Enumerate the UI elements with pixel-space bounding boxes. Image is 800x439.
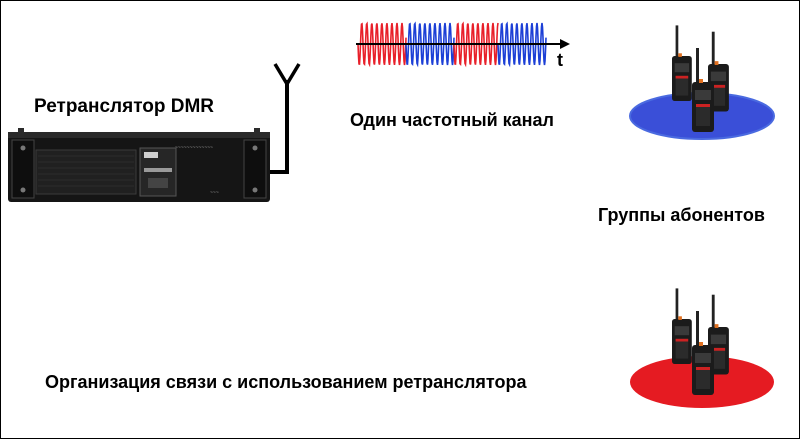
repeater-brand-plate: ~~~~~~~~~~~~~ [175,145,213,151]
subscriber-group-red [630,288,774,408]
wave-segment [405,21,455,68]
antenna-icon [265,63,301,174]
repeater-model-plate: ~~~ [210,190,219,196]
wave-segment [453,21,499,68]
wave-segment [357,21,407,68]
caption-label: Организация связи с использованием ретра… [45,372,527,392]
single-channel-label: Один частотный канал [350,110,554,130]
repeater-label: Ретранслятор DMR [34,96,215,117]
handheld-radio [672,288,692,364]
wave-segment [497,21,547,68]
signal-waveform [356,21,570,68]
time-axis-label: t [557,50,563,70]
handheld-radio-icon [672,25,729,132]
handheld-radio [692,311,714,395]
handheld-radio [672,25,692,101]
dmr-repeater-unit-icon [8,128,270,202]
subscriber-groups-label: Группы абонентов [598,205,765,225]
handheld-radio [692,48,714,132]
handheld-radio-icon [672,288,729,395]
time-axis-arrow [560,39,570,49]
subscriber-group-blue [629,25,775,140]
